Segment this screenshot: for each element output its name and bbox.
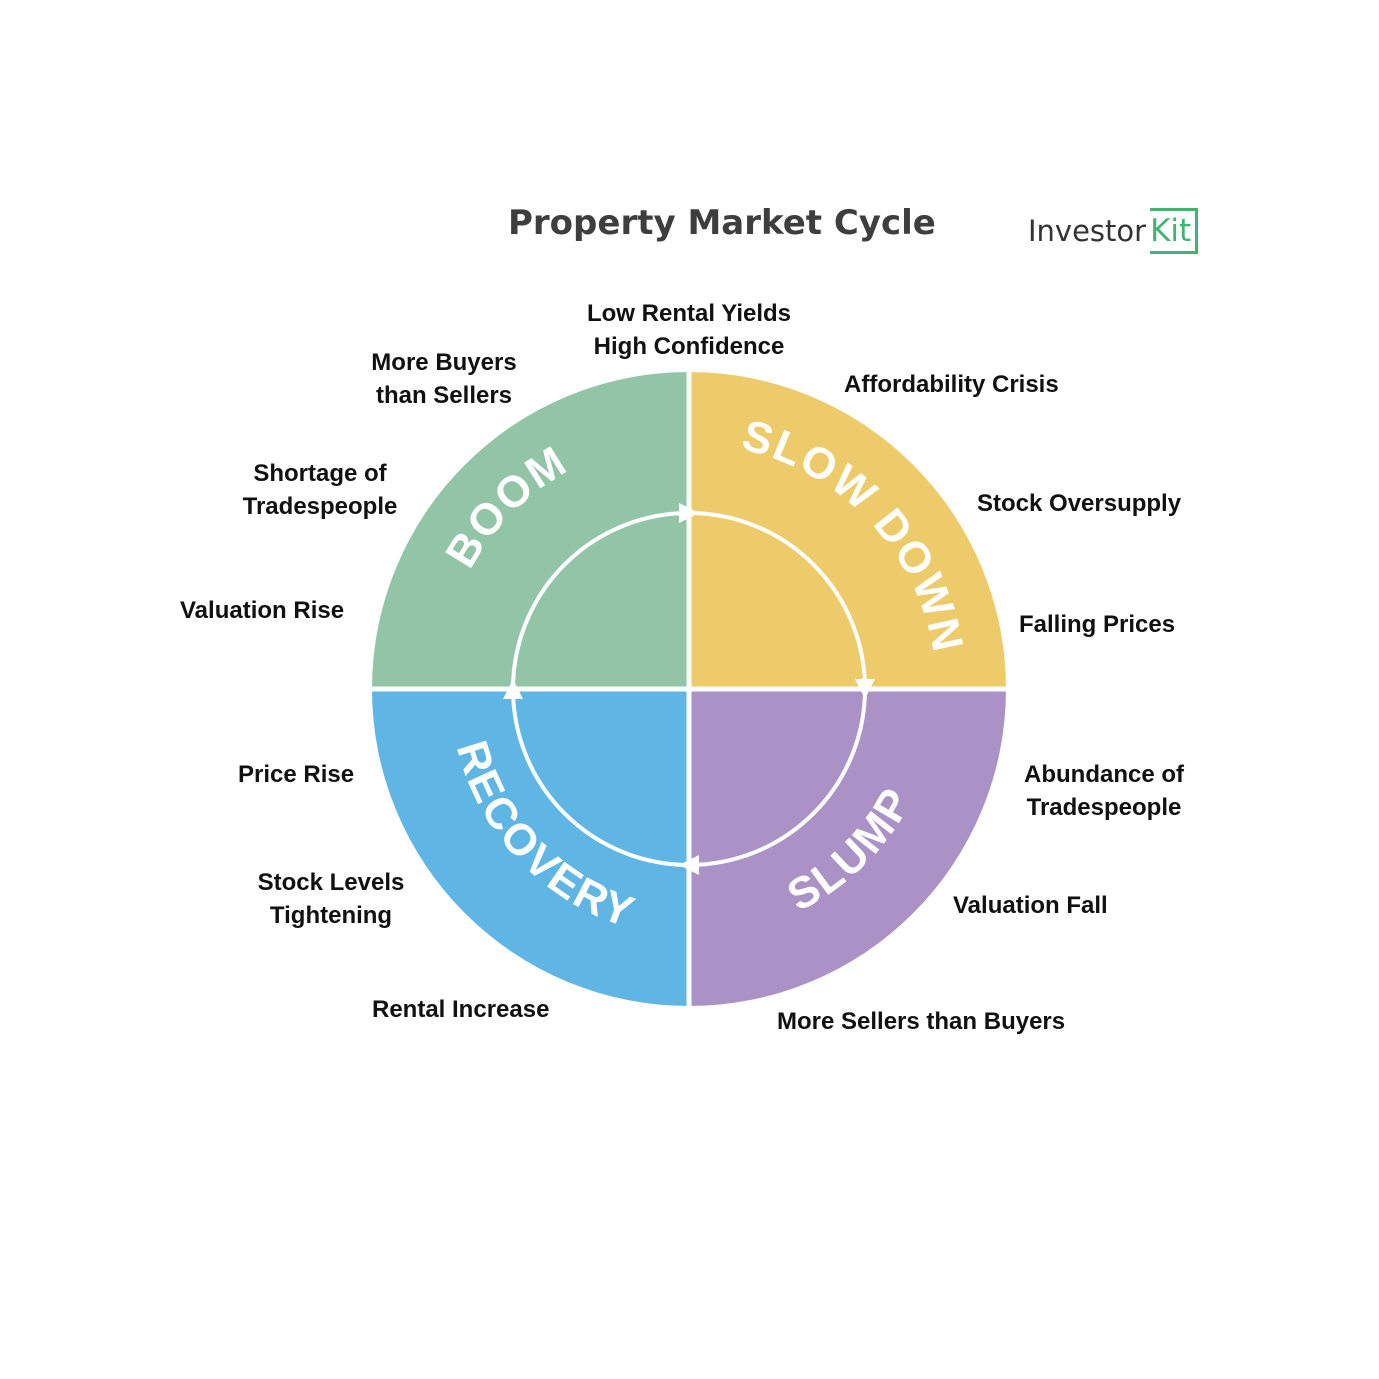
page-title: Property Market Cycle [508, 203, 936, 243]
factor-line: More Buyers [371, 349, 517, 376]
arrow-slump-to-recovery [679, 688, 867, 875]
factor-slump-1: Abundance of Tradespeople [1024, 758, 1184, 824]
factor-line: High Confidence [593, 333, 785, 360]
factor-line: than Sellers [375, 382, 513, 409]
factor-boom-3: Valuation Rise [180, 594, 344, 627]
arrow-recovery-to-boom [503, 679, 690, 867]
arrow-slowdown-to-slump [688, 511, 875, 699]
recovery-quadrant [372, 689, 689, 1006]
factor-line: Stock Oversupply [977, 490, 1182, 517]
factor-line: Rental Increase [372, 996, 550, 1023]
factor-line: Abundance of [1024, 761, 1184, 788]
factor-line: Low Rental Yields [586, 300, 792, 327]
factor-slowdown-2: Stock Oversupply [977, 487, 1181, 520]
factor-top: Low Rental Yields High Confidence [587, 297, 791, 363]
factor-line: More Sellers than Buyers [777, 1008, 1066, 1035]
factor-line: Valuation Rise [180, 597, 345, 624]
boom-quadrant [372, 372, 689, 689]
factor-line: Price Rise [238, 761, 355, 788]
factor-line: Shortage of [253, 460, 387, 487]
factor-slump-3: More Sellers than Buyers [777, 1005, 1065, 1038]
slow-down-quadrant [689, 372, 1006, 689]
factor-slump-2: Valuation Fall [953, 889, 1108, 922]
slump-quadrant [689, 689, 1006, 1006]
factor-recovery-2: Stock Levels Tightening [258, 866, 405, 932]
factor-line: Tradespeople [1026, 794, 1182, 821]
factor-slowdown-3: Falling Prices [1019, 608, 1175, 641]
factor-line: Affordability Crisis [844, 371, 1059, 398]
factor-line: Falling Prices [1019, 611, 1176, 638]
factor-line: Valuation Fall [953, 892, 1108, 919]
factor-slowdown-1: Affordability Crisis [844, 368, 1059, 401]
factor-line: Stock Levels [257, 869, 405, 896]
logo-text: Investor [1028, 214, 1147, 248]
factor-boom-2: Shortage of Tradespeople [243, 457, 398, 523]
arrow-boom-to-slowdown [511, 503, 699, 690]
investorkit-logo: Investor Kit [1028, 206, 1199, 256]
factor-recovery-1: Price Rise [238, 758, 354, 791]
logo-accent-text: Kit [1150, 213, 1192, 249]
factor-line: Tightening [269, 902, 393, 929]
logo-box: Kit [1150, 208, 1199, 254]
factor-recovery-3: Rental Increase [372, 993, 549, 1026]
factor-line: Tradespeople [242, 493, 398, 520]
factor-boom-1: More Buyers than Sellers [371, 346, 516, 412]
